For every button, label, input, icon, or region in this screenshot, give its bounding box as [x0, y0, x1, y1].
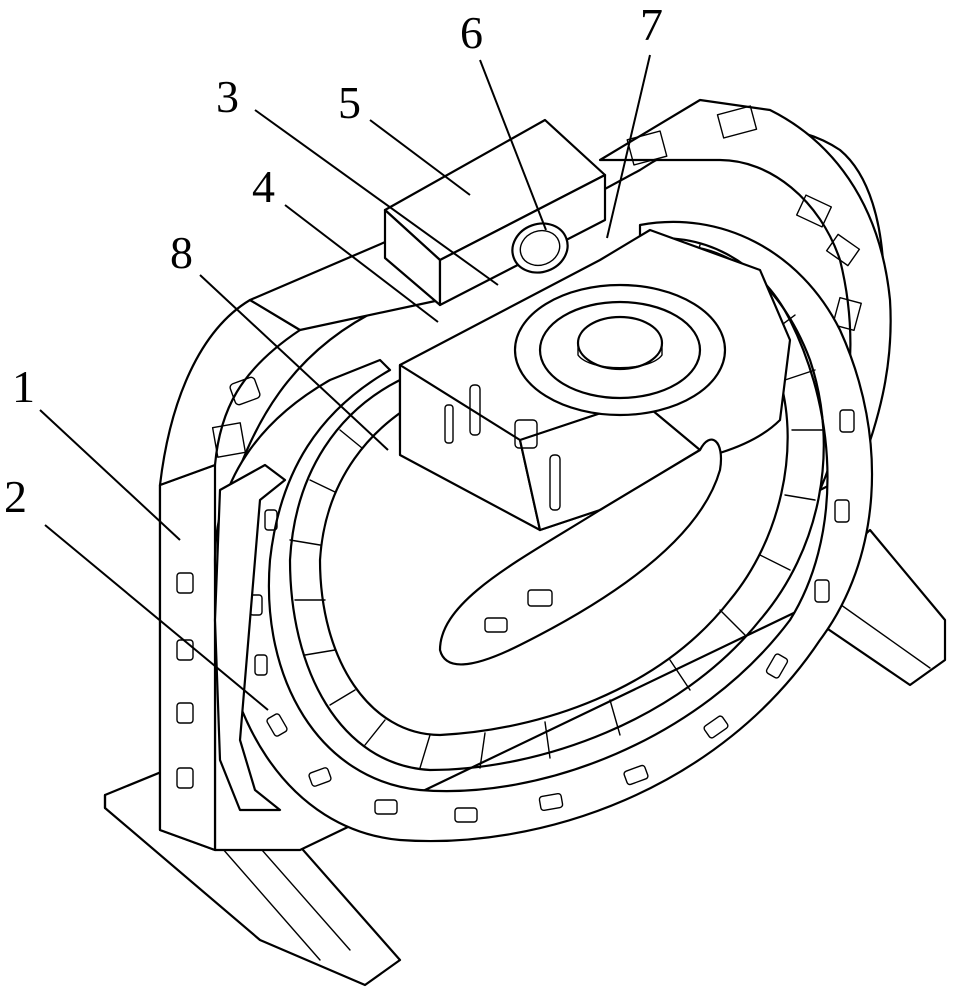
callout-4: 4 — [252, 161, 275, 212]
callout-8: 8 — [170, 227, 193, 278]
callout-1: 1 — [12, 361, 35, 412]
callout-5: 5 — [338, 77, 361, 128]
callout-2: 2 — [4, 471, 27, 522]
callout-3: 3 — [216, 71, 239, 122]
callout-7: 7 — [640, 0, 663, 50]
callout-6: 6 — [460, 7, 483, 58]
bearing-ring — [515, 285, 725, 415]
